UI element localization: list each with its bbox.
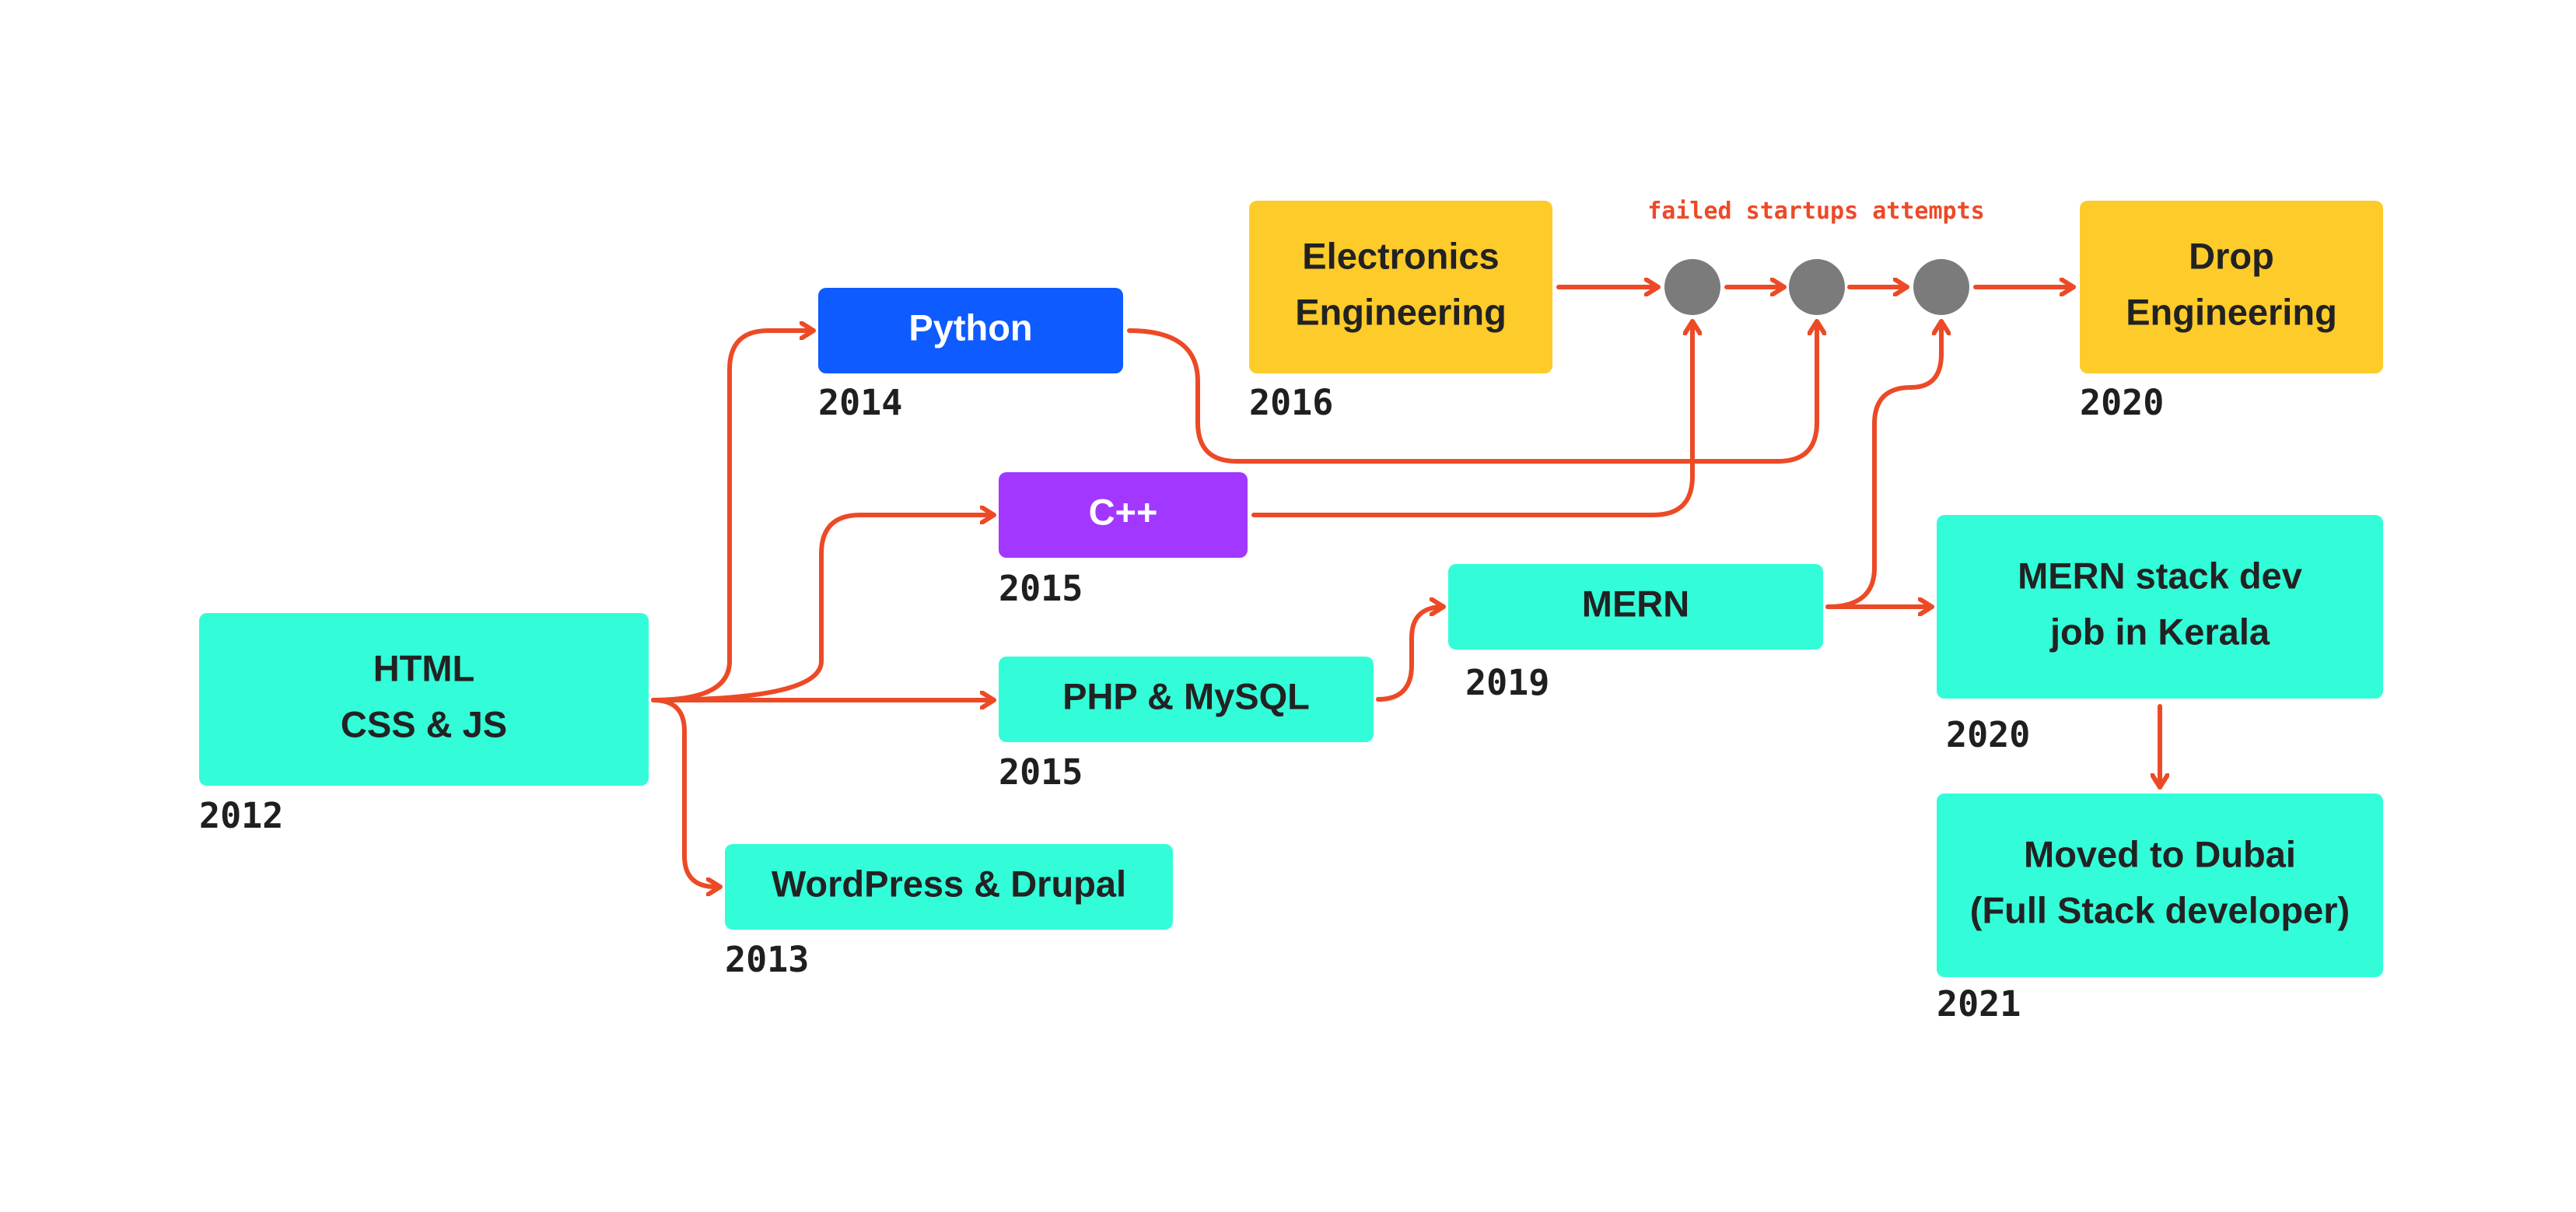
node-dubai-label-0: Moved to Dubai — [2024, 833, 2296, 874]
node-mern: MERN 2019 — [1448, 564, 1823, 703]
node-wordpress: WordPress & Drupal 2013 — [725, 844, 1173, 980]
node-wordpress-year: 2013 — [725, 939, 809, 980]
node-mernjob: MERN stack dev job in Kerala 2020 — [1937, 515, 2383, 755]
node-php-box — [999, 657, 1374, 742]
node-electronics-year: 2016 — [1249, 382, 1333, 423]
node-dubai-year: 2021 — [1937, 983, 2021, 1025]
node-electronics-label-0: Electronics — [1302, 235, 1499, 276]
startup-attempts-layer — [1664, 259, 1969, 315]
node-drop-year: 2020 — [2080, 382, 2164, 423]
node-python-label-0: Python — [908, 307, 1032, 348]
arrow-cpp-to-attempt-1 — [1251, 319, 1692, 517]
arrow-python-to-attempt-2 — [1127, 319, 1817, 464]
node-cpp-year: 2015 — [999, 568, 1083, 609]
node-electronics-box — [1249, 201, 1552, 373]
node-python-box — [818, 288, 1123, 373]
node-drop-box — [2080, 201, 2383, 373]
node-php-year: 2015 — [999, 751, 1083, 793]
startup-attempt-3-dot — [1913, 259, 1969, 315]
startup-attempt-2-dot — [1789, 259, 1845, 315]
node-mern-label-0: MERN — [1582, 583, 1689, 624]
node-dubai-label-1: (Full Stack developer) — [1970, 889, 2350, 930]
node-mernjob-label-0: MERN stack dev — [2018, 555, 2302, 596]
edges-layer — [651, 287, 2160, 887]
node-drop-label-1: Engineering — [2126, 291, 2337, 332]
arrow-html-to-wordpress — [651, 698, 723, 887]
node-cpp: C++2015 — [999, 472, 1248, 609]
node-cpp-label-0: C++ — [1089, 491, 1158, 532]
arrow-html-to-python — [651, 331, 816, 702]
node-html-year: 2012 — [199, 795, 283, 836]
node-html-box — [199, 613, 649, 786]
startup-attempt-1-dot — [1664, 259, 1720, 315]
node-mernjob-label-1: job in Kerala — [2049, 611, 2270, 652]
node-wordpress-label-0: WordPress & Drupal — [772, 863, 1126, 904]
node-mern-box — [1448, 564, 1823, 650]
node-html: HTML CSS & JS 2012 — [199, 613, 649, 836]
node-php: PHP & MySQL 2015 — [999, 657, 1374, 793]
node-html-label-1: CSS & JS — [341, 703, 507, 744]
arrow-html-to-cpp — [651, 515, 996, 702]
node-dubai-box — [1937, 793, 2383, 977]
node-mernjob-year: 2020 — [1946, 714, 2030, 755]
failed-startups-annotation: failed startups attempts — [1647, 198, 1984, 225]
node-php-label-0: PHP & MySQL — [1062, 675, 1310, 716]
arrow-php-to-mern — [1376, 607, 1446, 702]
arrow-mern-to-attempt-3 — [1825, 319, 1941, 609]
node-dubai: Moved to Dubai (Full Stack developer) 2021 — [1937, 793, 2383, 1025]
node-electronics-label-1: Engineering — [1295, 291, 1507, 332]
node-wordpress-box — [725, 844, 1173, 930]
node-drop-label-0: Drop — [2189, 235, 2274, 276]
node-mernjob-box — [1937, 515, 2383, 699]
node-python-year: 2014 — [818, 382, 902, 423]
node-html-label-0: HTML — [373, 647, 475, 688]
node-cpp-box — [999, 472, 1248, 558]
node-mern-year: 2019 — [1465, 662, 1549, 703]
